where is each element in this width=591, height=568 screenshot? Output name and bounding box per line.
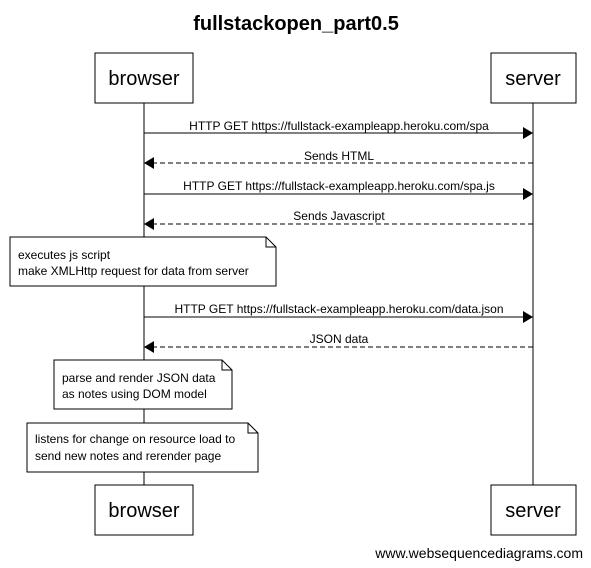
note-line: executes js script [18,248,111,262]
message-label: Sends HTML [304,149,374,163]
browser-actor-top: browser [94,52,194,104]
note-line: send new notes and rerender page [35,449,221,463]
note-line: listens for change on resource load to [35,432,235,446]
message-6: JSON data [144,332,533,353]
note-line: as notes using DOM model [62,387,207,401]
message-label: HTTP GET https://fullstack-exampleapp.he… [183,179,495,193]
message-label: HTTP GET https://fullstack-exampleapp.he… [189,119,489,133]
server-actor-top: server [490,52,577,104]
note-line: parse and render JSON data [62,371,216,385]
message-label: JSON data [310,332,369,346]
note-line: make XMLHttp request for data from serve… [18,264,249,278]
message-5: HTTP GET https://fullstack-exampleapp.he… [144,302,533,323]
browser-actor-bottom: browser [94,484,194,536]
note-2: parse and render JSON data as notes usin… [53,359,233,410]
message-1: HTTP GET https://fullstack-exampleapp.he… [144,119,533,139]
note-1: executes js script make XMLHttp request … [9,236,277,287]
note-3: listens for change on resource load to s… [26,422,259,473]
message-3: HTTP GET https://fullstack-exampleapp.he… [144,179,533,200]
message-label: Sends Javascript [293,209,385,223]
browser-actor-label: browser [108,68,179,90]
server-actor-bottom: server [490,484,577,536]
footer-watermark: www.websequencediagrams.com [374,545,583,561]
message-label: HTTP GET https://fullstack-exampleapp.he… [174,302,503,316]
server-actor-label: server [505,500,561,522]
diagram-title: fullstackopen_part0.5 [193,13,399,35]
server-actor-label: server [505,68,561,90]
message-4: Sends Javascript [144,209,533,230]
message-2: Sends HTML [144,149,533,169]
browser-actor-label: browser [108,500,179,522]
